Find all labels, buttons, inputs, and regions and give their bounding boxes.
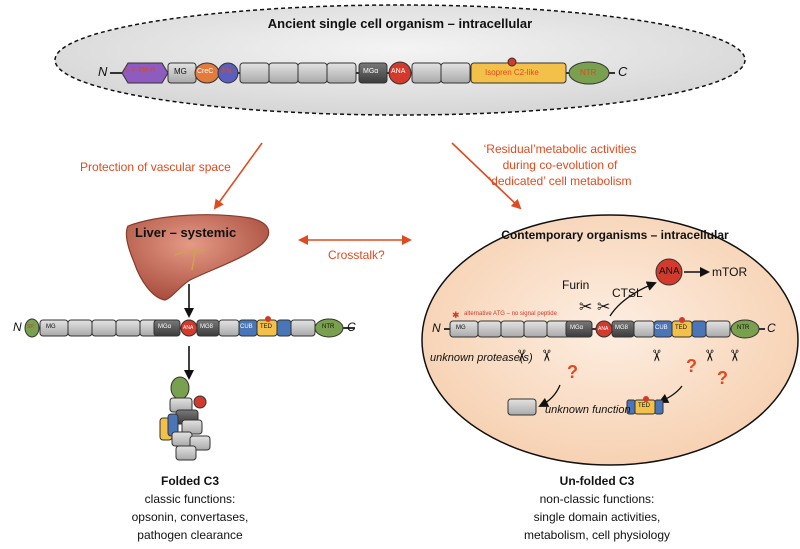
label-furin: Furin — [562, 278, 590, 292]
released-ana — [655, 258, 683, 286]
domain-ana-top — [388, 61, 412, 85]
label-alt-atg: alternative ATG – no signal peptide — [464, 311, 557, 317]
label-fn: FN — [222, 68, 232, 75]
domain-seg-top — [326, 62, 357, 84]
label-crosstalk: Crosstalk? — [328, 248, 385, 262]
unfolded-c3-line3: metabolism, cell physiology — [523, 528, 671, 542]
label-mg8-left: MG8 — [200, 324, 214, 330]
top-n-terminus: N — [98, 64, 108, 79]
ancient-title: Ancient single cell organism – intracell… — [267, 16, 533, 31]
domain-sp — [24, 318, 40, 338]
label-isopren: Isopren C2-like — [485, 68, 539, 77]
unfolded-c3-line2: single domain activities, — [533, 510, 661, 524]
question-mark-3: ? — [717, 368, 728, 388]
label-ana-right: ANA — [598, 326, 609, 332]
scissors-protease-1: ✂ — [512, 349, 531, 362]
unfolded-c3-title: Un-folded C3 — [559, 474, 635, 488]
label-residual-2: during co-evolution of — [502, 158, 618, 172]
intracellular-protein-chain — [444, 317, 765, 339]
label-released-ana: ANA — [659, 266, 680, 277]
label-cub-right: CUB — [655, 325, 668, 331]
folded-c3-line3: pathogen clearance — [137, 528, 243, 542]
alt-atg-marker: ✱ — [452, 311, 460, 321]
liver-shape — [125, 214, 270, 301]
unknown-fragment — [507, 398, 537, 416]
label-unknown-function: unknown function — [545, 404, 631, 416]
liver-vessels — [174, 249, 206, 271]
scissors-protease-4: ✂ — [700, 349, 719, 362]
contemporary-cell — [421, 214, 799, 466]
domain-mga-top — [358, 62, 388, 84]
arrow-to-ana — [609, 281, 657, 317]
label-ted-fragment: TED — [638, 403, 650, 409]
label-mga-top: MGα — [363, 68, 379, 75]
label-unknown-protease: unknown protease(s) — [430, 352, 533, 364]
domain-seg-top — [297, 62, 328, 84]
left-c-terminus: C — [347, 320, 356, 334]
domain-seg-top — [268, 62, 299, 84]
label-mg-left: MG — [46, 324, 56, 330]
scissors-protease-3: ✂ — [647, 349, 666, 362]
label-residual-1: ‘Residual’metabolic activities — [483, 142, 637, 156]
domain-l7tmr — [121, 62, 169, 84]
systemic-protein-chain — [24, 316, 355, 338]
label-cub-left: CUB — [240, 324, 253, 330]
label-ana-left: ANA — [183, 325, 194, 331]
domain-fn — [217, 62, 239, 84]
domain-isopren — [470, 62, 567, 84]
label-ted-left: TED — [260, 324, 272, 330]
folded-c3-line2: opsonin, convertases, — [131, 510, 249, 524]
label-l7tmr: L-7-TM-R — [125, 67, 156, 74]
question-mark-2: ? — [686, 356, 697, 376]
domain-ntr-top — [568, 61, 610, 85]
scissors-protease-5: ✂ — [725, 349, 744, 362]
ted-fragment — [626, 396, 664, 415]
ancient-protein-chain — [110, 57, 615, 85]
label-ted-right: TED — [675, 325, 687, 331]
scissors-furin: ✂ — [579, 297, 592, 316]
left-n-terminus: N — [13, 320, 22, 334]
label-ntr-left: NTR — [322, 324, 335, 330]
label-protection: Protection of vascular space — [80, 160, 231, 174]
domain-seg-top — [411, 62, 442, 84]
right-c-terminus: C — [767, 321, 776, 335]
label-mg-top: MG — [174, 67, 187, 76]
label-ctsl: CTSL — [612, 286, 643, 300]
ancient-cell-oval — [54, 4, 746, 116]
label-mg8-right: MG8 — [615, 325, 629, 331]
folded-c3-structure — [159, 376, 211, 461]
arrow-to-contemporary — [451, 142, 522, 210]
folded-c3-title: Folded C3 — [160, 474, 220, 488]
unfolded-c3-line1: non-classic functions: — [539, 492, 655, 506]
liver-title: Liver – systemic — [135, 225, 237, 240]
label-mga-left: MGα — [158, 324, 172, 330]
label-ntr-top: NTR — [580, 68, 597, 77]
label-sp: SP — [27, 324, 34, 330]
scissors-protease-2: ✂ — [537, 349, 556, 362]
domain-seg-top — [440, 62, 471, 84]
label-ntr-right: NTR — [737, 325, 750, 331]
arrow-to-liver — [213, 142, 263, 210]
label-ana-top: ANA — [391, 68, 406, 75]
scissors-ctsl: ✂ — [597, 297, 610, 316]
right-n-terminus: N — [432, 321, 441, 335]
contemporary-title: Contemporary organisms – intracellular — [501, 228, 729, 242]
label-mtor: mTOR — [712, 265, 748, 279]
question-mark-1: ? — [567, 362, 578, 382]
arrow-to-unknown-fragment — [538, 384, 561, 407]
label-mga-right: MGα — [570, 325, 584, 331]
isopren-marker — [507, 57, 517, 67]
label-mg-right: MG — [456, 325, 466, 331]
label-residual-3: ‘dedicated’ cell metabolism — [488, 174, 632, 188]
domain-seg-top — [239, 62, 270, 84]
top-c-terminus: C — [618, 64, 628, 79]
label-crec: CreC — [197, 68, 214, 75]
folded-c3-line1: classic functions: — [144, 492, 236, 506]
